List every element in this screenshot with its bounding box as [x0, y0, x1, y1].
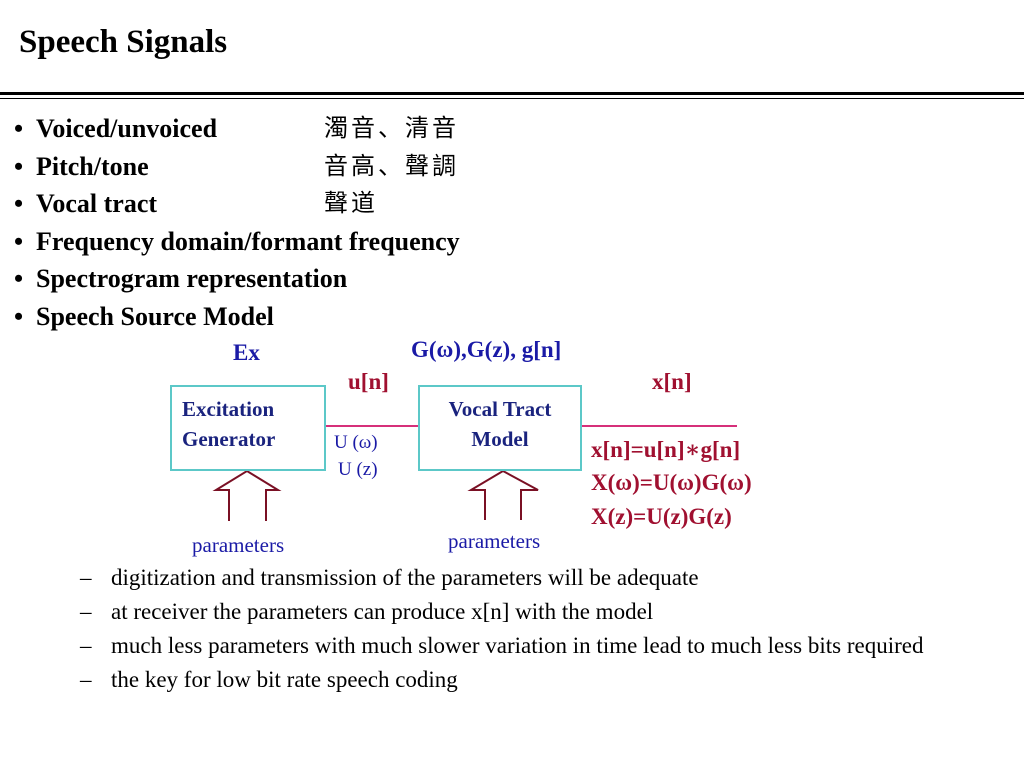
excitation-parameters-label: parameters [192, 533, 285, 557]
u-omega-label: U (ω) [334, 432, 378, 453]
bullet-dot: • [14, 189, 24, 218]
subpoint-item: –much less parameters with much slower v… [80, 629, 980, 663]
block-label-line: Excitation [182, 397, 275, 421]
subpoint-list: –digitization and transmission of the pa… [80, 561, 980, 697]
dash-marker: – [80, 599, 92, 624]
bullet-dot: • [14, 226, 24, 256]
block-label-line: Model [471, 427, 529, 451]
parameters-arrow-icon [212, 469, 282, 521]
vocal-tract-model-block: Vocal Tract Model [418, 385, 582, 471]
bullet-list: • Voiced/unvoiced 濁音、清音 • Pitch/tone 音高、聲調 •… [14, 110, 460, 335]
bullet-item-pitch: • Pitch/tone 音高、聲調 [14, 148, 460, 186]
slide-title: Speech Signals [19, 24, 228, 60]
dash-marker: – [80, 633, 92, 658]
bullet-text: Frequency domain/formant frequency [36, 226, 460, 256]
excitation-signal-label: u[n] [348, 369, 389, 394]
bullet-item-spectrogram: • Spectrogram representation [14, 260, 460, 298]
excitation-generator-block: Excitation Generator [170, 385, 326, 471]
bullet-dot: • [14, 114, 24, 143]
bullet-text: Spectrogram representation [36, 264, 348, 293]
subpoint-text: much less parameters with much slower va… [111, 633, 924, 658]
subpoint-text: at receiver the parameters can produce x… [111, 599, 654, 624]
bullet-dot: • [14, 301, 24, 331]
output-signal-label: x[n] [652, 369, 692, 394]
bullet-item-voiced: • Voiced/unvoiced 濁音、清音 [14, 110, 460, 148]
bullet-chinese: 濁音、清音 [324, 114, 459, 142]
bullet-text: Vocal tract [36, 189, 158, 218]
subpoint-text: digitization and transmission of the par… [111, 565, 699, 590]
convolution-equation: x[n]=u[n]∗g[n] [591, 437, 741, 462]
parameters-arrow-icon [467, 469, 539, 520]
bullet-chinese: 聲道 [324, 189, 378, 217]
block-label-line: Generator [182, 427, 276, 451]
title-divider-thick [0, 92, 1024, 95]
subpoint-item: –at receiver the parameters can produce … [80, 595, 980, 629]
bullet-item-vocal-tract: • Vocal tract 聲道 [14, 185, 460, 223]
bullet-dot: • [14, 264, 24, 293]
dash-marker: – [80, 667, 92, 692]
subpoint-text: the key for low bit rate speech coding [111, 667, 458, 692]
subpoint-item: –the key for low bit rate speech coding [80, 663, 980, 697]
dash-marker: – [80, 565, 92, 590]
frequency-equation: X(ω)=U(ω)G(ω) [591, 470, 752, 495]
bullet-item-frequency: • Frequency domain/formant frequency [14, 223, 460, 261]
bullet-item-source-model: • Speech Source Model [14, 298, 460, 336]
vocal-tract-response-label: G(ω),G(z), g[n] [411, 337, 562, 362]
subpoint-item: –digitization and transmission of the pa… [80, 561, 980, 595]
bullet-dot: • [14, 151, 24, 181]
bullet-text: Speech Source Model [36, 301, 274, 331]
bullet-text: Voiced/unvoiced [36, 114, 218, 143]
title-divider-thin [0, 98, 1024, 99]
u-z-label: U (z) [338, 459, 378, 480]
bullet-text: Pitch/tone [36, 151, 149, 181]
vocal-tract-parameters-label: parameters [448, 529, 541, 553]
bullet-chinese: 音高、聲調 [324, 151, 459, 180]
excitation-label: Ex [233, 340, 260, 365]
z-domain-equation: X(z)=U(z)G(z) [591, 504, 732, 529]
block-label-line: Vocal Tract [448, 397, 552, 421]
